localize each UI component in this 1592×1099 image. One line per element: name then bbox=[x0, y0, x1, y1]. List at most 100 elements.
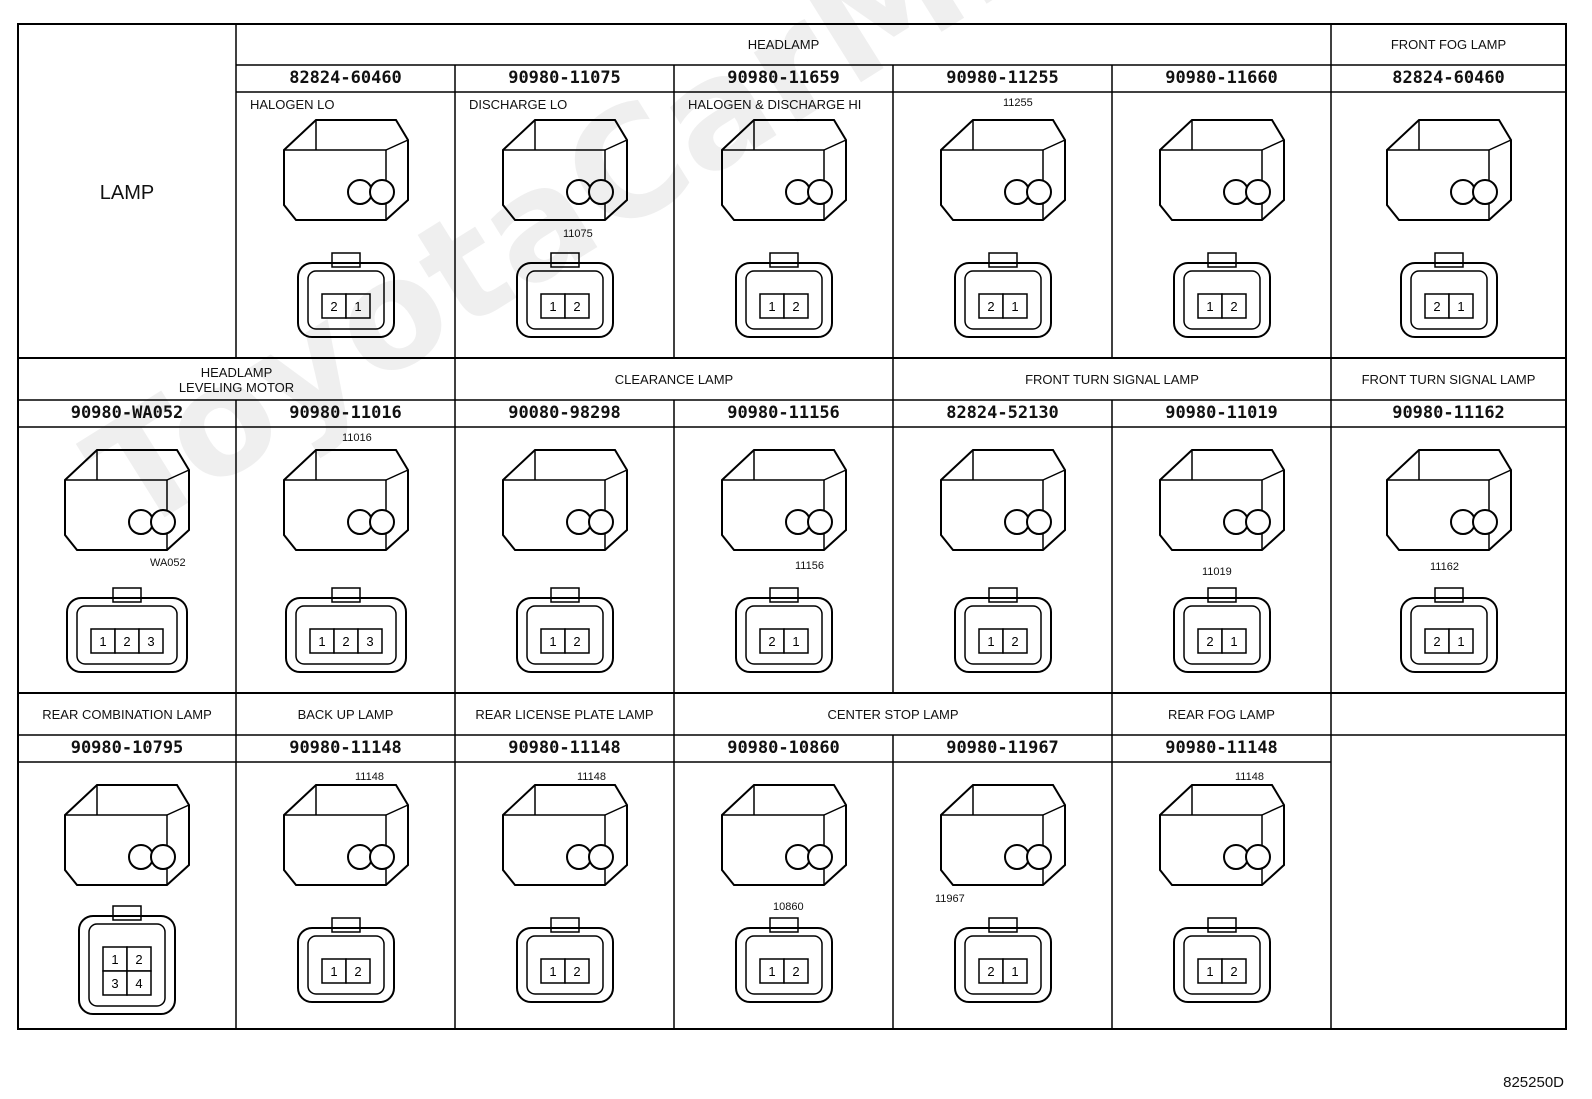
pin-number: 2 bbox=[1206, 634, 1213, 649]
section-label-back-up-lamp: BACK UP LAMP bbox=[297, 707, 394, 722]
part-number: 90980-11016 bbox=[289, 403, 402, 423]
pin-number: 2 bbox=[792, 964, 799, 979]
pin-number: 2 bbox=[573, 964, 580, 979]
pin-number: 1 bbox=[330, 964, 337, 979]
section-label-rear-fog-lamp: REAR FOG LAMP bbox=[1168, 707, 1275, 722]
part-number: 90980-11148 bbox=[508, 738, 621, 758]
callout-11148: 11148 bbox=[1235, 771, 1264, 783]
part-number: 90980-11019 bbox=[1165, 403, 1278, 423]
pin-number: 2 bbox=[1433, 634, 1440, 649]
pin-number: 2 bbox=[123, 634, 130, 649]
pin-number: 1 bbox=[987, 634, 994, 649]
pin-number: 1 bbox=[318, 634, 325, 649]
pin-number: 1 bbox=[1011, 964, 1018, 979]
section-label-rear-combination-lamp: REAR COMBINATION LAMP bbox=[42, 707, 212, 722]
pin-number: 3 bbox=[111, 976, 118, 991]
pin-number: 2 bbox=[792, 299, 799, 314]
pin-number: 1 bbox=[354, 299, 361, 314]
section-label-rear-license-plate-lamp: REAR LICENSE PLATE LAMP bbox=[475, 707, 654, 722]
sublabel-discharge-lo: DISCHARGE LO bbox=[469, 97, 568, 112]
pin-number: 1 bbox=[1206, 964, 1213, 979]
pin-number: 1 bbox=[549, 964, 556, 979]
connector-drawing: 1 2 3 4 bbox=[64, 784, 190, 1015]
part-number: 90980-WA052 bbox=[70, 403, 184, 423]
part-number: 90080-98298 bbox=[508, 403, 621, 423]
callout-10860: 10860 bbox=[773, 901, 804, 913]
pin-number: 2 bbox=[354, 964, 361, 979]
pin-number: 1 bbox=[1457, 634, 1464, 649]
pin-number: 2 bbox=[330, 299, 337, 314]
pin-number: 1 bbox=[549, 634, 556, 649]
part-number: 90980-11967 bbox=[946, 738, 1059, 758]
callout-11156: 11156 bbox=[795, 560, 824, 572]
pin-number: 4 bbox=[135, 976, 142, 991]
part-number: 90980-10795 bbox=[70, 738, 184, 758]
callout-11255: 11255 bbox=[1003, 97, 1033, 109]
pin-number: 2 bbox=[342, 634, 349, 649]
corner-label: LAMP bbox=[99, 182, 155, 204]
pin-number: 2 bbox=[1433, 299, 1440, 314]
part-number: 90980-11148 bbox=[289, 738, 402, 758]
section-label-front-turn-signal-lamp-2: FRONT TURN SIGNAL LAMP bbox=[1361, 372, 1536, 387]
pin-number: 1 bbox=[1011, 299, 1018, 314]
part-number: 82824-60460 bbox=[289, 68, 402, 88]
pin-number: 1 bbox=[1206, 299, 1213, 314]
section-label-front-fog-lamp: FRONT FOG LAMP bbox=[1390, 37, 1507, 52]
part-number: 90980-11660 bbox=[1165, 68, 1278, 88]
pin-number: 1 bbox=[111, 952, 118, 967]
pin-number: 2 bbox=[1230, 299, 1237, 314]
figure-code: 825250D bbox=[1503, 1074, 1564, 1091]
pin-number: 1 bbox=[768, 299, 775, 314]
callout-11148: 11148 bbox=[355, 771, 384, 783]
sublabel-halogen-lo: HALOGEN LO bbox=[250, 97, 335, 112]
pin-number: 2 bbox=[768, 634, 775, 649]
part-number: 90980-10860 bbox=[727, 738, 840, 758]
part-number: 90980-11255 bbox=[946, 68, 1059, 88]
part-number: 82824-52130 bbox=[946, 403, 1059, 423]
callout-11162: 11162 bbox=[1430, 561, 1459, 573]
pin-number: 1 bbox=[792, 634, 799, 649]
pin-number: 1 bbox=[768, 964, 775, 979]
callout-11016: 11016 bbox=[342, 432, 372, 444]
callout-11967: 11967 bbox=[935, 893, 965, 905]
section-label-clearance-lamp: CLEARANCE LAMP bbox=[614, 372, 734, 387]
section-label-front-turn-signal-lamp: FRONT TURN SIGNAL LAMP bbox=[1025, 372, 1199, 387]
callout-11075: 11075 bbox=[563, 228, 593, 240]
pin-number: 2 bbox=[1230, 964, 1237, 979]
pin-number: 3 bbox=[366, 634, 373, 649]
part-number: 90980-11659 bbox=[727, 68, 840, 88]
pin-number: 2 bbox=[573, 634, 580, 649]
pin-number: 2 bbox=[135, 952, 142, 967]
sublabel-halogen-discharge-hi: HALOGEN & DISCHARGE HI bbox=[688, 97, 862, 112]
part-number: 90980-11156 bbox=[727, 403, 840, 423]
pin-number: 2 bbox=[573, 299, 580, 314]
section-label-headlamp-leveling-motor: HEADLAMP LEVELING MOTOR bbox=[178, 365, 295, 395]
part-number: 82824-60460 bbox=[1392, 68, 1505, 88]
pin-number: 1 bbox=[1457, 299, 1464, 314]
pin-number: 2 bbox=[1011, 634, 1018, 649]
part-number: 90980-11148 bbox=[1165, 738, 1278, 758]
pin-number: 2 bbox=[987, 299, 994, 314]
pin-number: 3 bbox=[147, 634, 154, 649]
part-number: 90980-11075 bbox=[508, 68, 621, 88]
pin-number: 1 bbox=[549, 299, 556, 314]
connector-drawing: 1 2 3 bbox=[283, 449, 409, 673]
